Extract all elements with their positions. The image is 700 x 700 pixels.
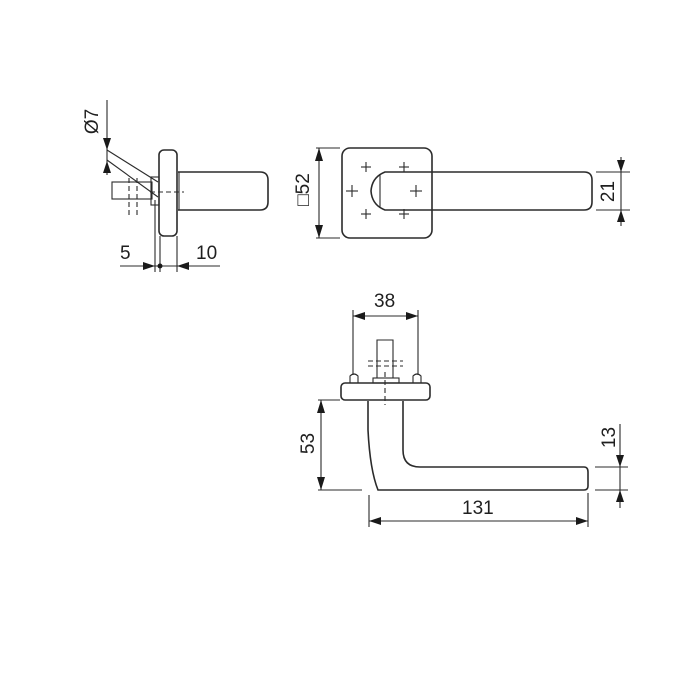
dim-lever-height: 21 <box>598 180 620 203</box>
dim-rose-thickness: 10 <box>196 243 218 264</box>
dim-rose-size: □52 <box>292 173 314 206</box>
dim-spindle-diameter: Ø7 <box>82 108 104 135</box>
dim-left-offset: 5 <box>120 243 131 264</box>
side-view <box>103 100 269 272</box>
top-view <box>317 310 628 527</box>
dim-lever-thickness: 13 <box>599 426 621 449</box>
front-view <box>315 147 630 239</box>
dim-projection: 53 <box>298 432 320 455</box>
dim-fixing-width: 38 <box>374 291 396 312</box>
dim-length: 131 <box>462 498 494 519</box>
